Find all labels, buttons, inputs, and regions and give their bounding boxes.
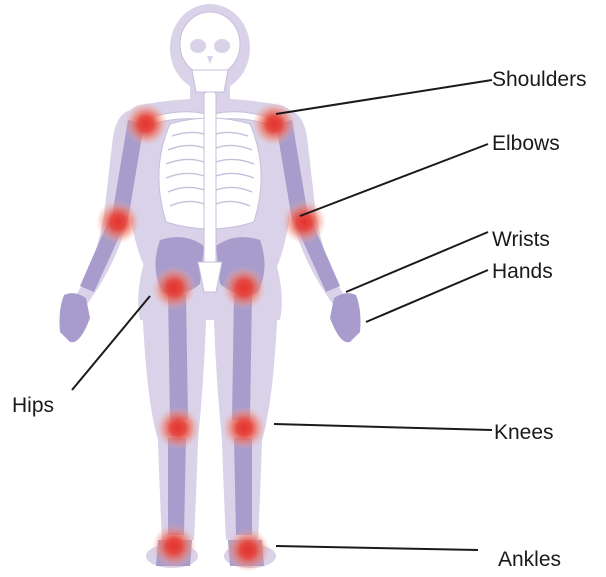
joint-marker-shoulder-left	[124, 102, 168, 146]
leader-line-wrists	[346, 232, 488, 292]
joint-marker-ankle-right	[226, 528, 270, 572]
joint-marker-knee-right	[222, 406, 266, 450]
joint-marker-hip-right	[222, 266, 266, 310]
leader-line-ankles	[276, 546, 478, 550]
joint-marker-elbow-left	[96, 200, 140, 244]
joint-marker-knee-left	[156, 406, 200, 450]
label-hips: Hips	[12, 394, 54, 418]
leader-line-hands	[366, 270, 488, 322]
label-hands: Hands	[492, 260, 553, 284]
joint-marker-elbow-right	[282, 200, 326, 244]
label-knees: Knees	[494, 421, 554, 445]
leader-line-elbows	[300, 144, 488, 216]
joint-marker-shoulder-right	[252, 102, 296, 146]
leader-line-shoulders	[276, 80, 492, 114]
leader-line-knees	[274, 424, 492, 430]
label-shoulders: Shoulders	[492, 68, 587, 92]
label-ankles: Ankles	[498, 548, 561, 572]
joint-marker-ankle-left	[152, 524, 196, 568]
label-wrists: Wrists	[492, 228, 550, 252]
joint-marker-hip-left	[152, 266, 196, 310]
label-elbows: Elbows	[492, 132, 560, 156]
